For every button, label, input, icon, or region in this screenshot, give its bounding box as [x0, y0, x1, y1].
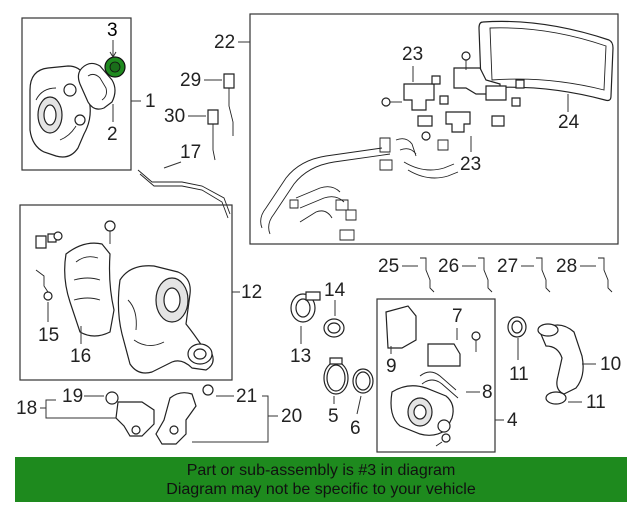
bracket-21-drawing — [155, 392, 197, 445]
callout-27: 27 — [497, 256, 518, 277]
callout-15: 15 — [38, 325, 59, 346]
banner-line-2: Diagram may not be specific to your vehi… — [166, 481, 476, 498]
callout-14: 14 — [324, 280, 346, 301]
group-box-22 — [249, 13, 619, 245]
callout-9: 9 — [386, 356, 397, 377]
group-box-4 — [376, 298, 496, 453]
callout-6: 6 — [350, 418, 361, 439]
callout-7: 7 — [452, 306, 463, 327]
gasket-drawing — [77, 62, 116, 110]
callout-8: 8 — [482, 382, 493, 403]
callout-2: 2 — [107, 124, 118, 145]
callout-1: 1 — [145, 91, 156, 112]
callout-24: 24 — [558, 112, 580, 133]
callout-23-bottom: 23 — [460, 154, 481, 175]
egr-valve-drawing — [390, 385, 454, 436]
clamp-drawing — [290, 291, 321, 323]
callout-17: 17 — [180, 142, 201, 163]
callout-25: 25 — [378, 256, 399, 277]
intake-hose-drawing — [537, 323, 584, 395]
info-banner: Part or sub-assembly is #3 in diagram Di… — [15, 457, 627, 502]
callout-20: 20 — [281, 406, 302, 427]
callout-30: 30 — [164, 106, 185, 127]
callout-10: 10 — [600, 354, 621, 375]
callout-11-bottom: 11 — [586, 392, 606, 413]
turbocharger-drawing — [117, 265, 214, 374]
turbo-heat-shield-drawing — [64, 242, 115, 337]
oil-pipe-drawing — [137, 169, 231, 219]
callout-18: 18 — [16, 398, 37, 419]
callout-29: 29 — [180, 70, 201, 91]
callout-11-top: 11 — [509, 364, 529, 385]
callout-28: 28 — [556, 256, 577, 277]
callout-5: 5 — [328, 406, 339, 427]
group-box-1 — [21, 17, 132, 171]
vacuum-pump-drawing — [29, 65, 91, 158]
callout-19: 19 — [62, 386, 83, 407]
callout-26: 26 — [438, 256, 459, 277]
callout-13: 13 — [290, 346, 311, 367]
coolant-hoses-drawing — [260, 137, 459, 241]
callout-16: 16 — [70, 346, 91, 367]
bracket-19-drawing — [115, 401, 155, 437]
callout-23-top: 23 — [402, 44, 423, 65]
callout-3: 3 — [107, 20, 118, 41]
callout-21: 21 — [236, 386, 257, 407]
banner-line-1: Part or sub-assembly is #3 in diagram — [186, 462, 456, 479]
callout-22: 22 — [214, 32, 235, 53]
callout-12: 12 — [241, 282, 262, 303]
callout-4: 4 — [507, 410, 518, 431]
